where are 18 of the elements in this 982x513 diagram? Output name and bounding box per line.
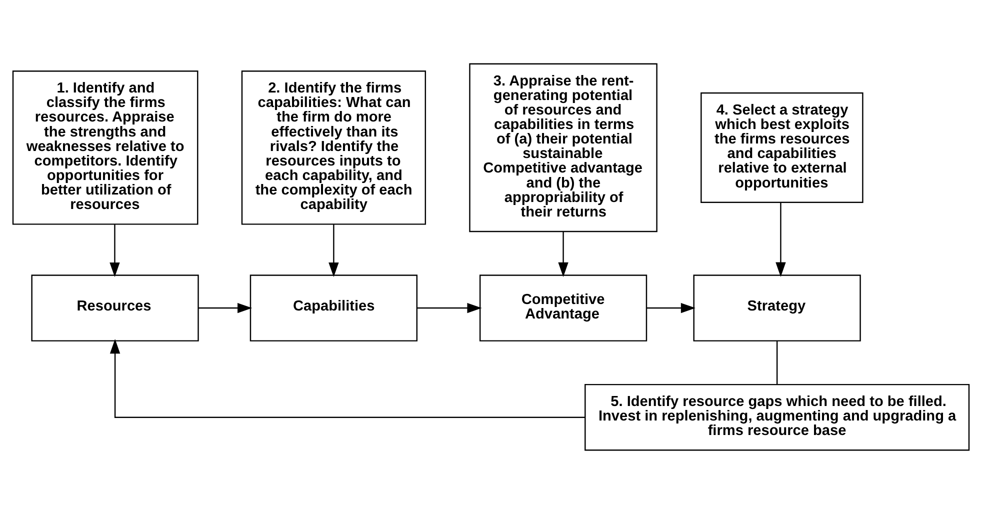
arrow — [646, 302, 696, 313]
arrow — [558, 231, 568, 276]
node-box: 3. Appraise the rent-generating potential of resources and capabilities in terms of (a) their potential sustainable Competitive advantage and (b) the appropriability of their returns — [469, 62, 658, 232]
arrow — [328, 224, 339, 277]
node-box: Competitive Advantage — [479, 274, 648, 341]
arrow — [110, 338, 586, 418]
arrow — [110, 224, 120, 277]
node-box: Capabilities — [250, 274, 418, 341]
node-box: 5. Identify resource gaps which need to be filled. Invest in replenishing, augmenting and upgrading a firms resource base — [584, 383, 970, 450]
arrow — [776, 202, 786, 276]
node-box: Strategy — [693, 274, 861, 341]
node-box: 1. Identify and classify the firms resources. Appraise the strengths and weaknesses relative to competitors. Identify opportunities for better utilization of resources — [12, 70, 198, 224]
node-box: Resources — [31, 274, 199, 341]
arrow — [198, 302, 252, 313]
node-box: 2. Identify the firms capabilities: What can the firm do more effectively than its rivals? Identify the resources inputs to each capability, and the complexity of each capability — [241, 70, 426, 224]
node-box: 4. Select a strategy which best exploits the firms resources and capabilities relative to external opportunities — [700, 92, 864, 202]
connector — [776, 340, 778, 384]
arrow — [416, 302, 482, 313]
